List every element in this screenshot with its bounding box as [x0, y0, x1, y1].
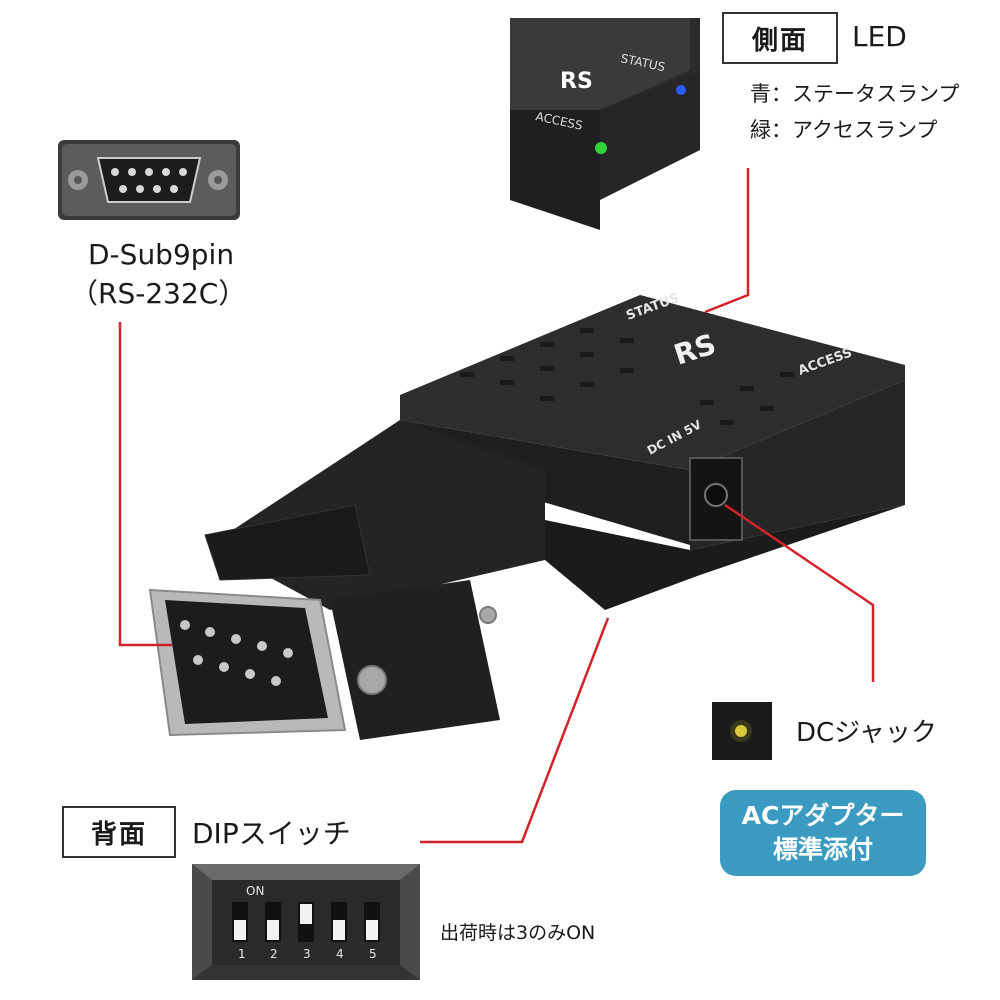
ac-adapter-badge: ACアダプター 標準添付 — [720, 790, 926, 876]
ac-adapter-line2: 標準添付 — [772, 835, 873, 864]
dsub-label: D-Sub9pin — [88, 238, 235, 271]
dip-toggle-3 — [300, 904, 312, 924]
led-closeup-image: STATUS ACCESS RS — [510, 18, 700, 230]
dip-toggle-1 — [234, 920, 246, 940]
callout-dc — [724, 503, 875, 682]
dip-title: DIPスイッチ — [192, 817, 351, 850]
rs-logo-closeup: RS — [560, 69, 593, 94]
back-tag: 背面 — [62, 806, 176, 858]
side-tag: 側面 — [722, 12, 838, 64]
access-led-green — [595, 142, 607, 154]
dip-number-4: 4 — [336, 947, 344, 961]
led-blue-description: 青：ステータスランプ — [750, 82, 960, 106]
device-main-image: STATUS ACCESS RS DC IN 5V — [148, 291, 905, 740]
dip-toggle-4 — [333, 920, 345, 940]
dsub-connector-image — [58, 140, 240, 220]
dip-on-label: ON — [246, 884, 264, 898]
callout-lines — [118, 168, 875, 844]
dip-number-3: 3 — [303, 947, 311, 961]
led-title: LED — [852, 20, 907, 53]
dip-number-1: 1 — [238, 947, 246, 961]
dip-switch-image: ON 1 2 3 4 5 — [192, 864, 420, 980]
dip-toggle-2 — [267, 920, 279, 940]
callout-led — [704, 168, 750, 314]
dc-jack-image — [712, 702, 772, 760]
callout-dsub — [118, 322, 172, 647]
callout-dip — [420, 617, 610, 844]
dip-number-5: 5 — [369, 947, 377, 961]
dip-number-2: 2 — [270, 947, 278, 961]
led-green-description: 緑：アクセスランプ — [750, 118, 938, 142]
dsub-sublabel: （RS-232C） — [70, 277, 247, 310]
ac-adapter-line1: ACアダプター — [741, 801, 905, 830]
dc-jack-title: DCジャック — [796, 718, 937, 748]
dip-factory-note: 出荷時は3のみON — [440, 922, 596, 944]
status-led-blue — [676, 85, 686, 95]
dip-toggle-5 — [366, 920, 378, 940]
